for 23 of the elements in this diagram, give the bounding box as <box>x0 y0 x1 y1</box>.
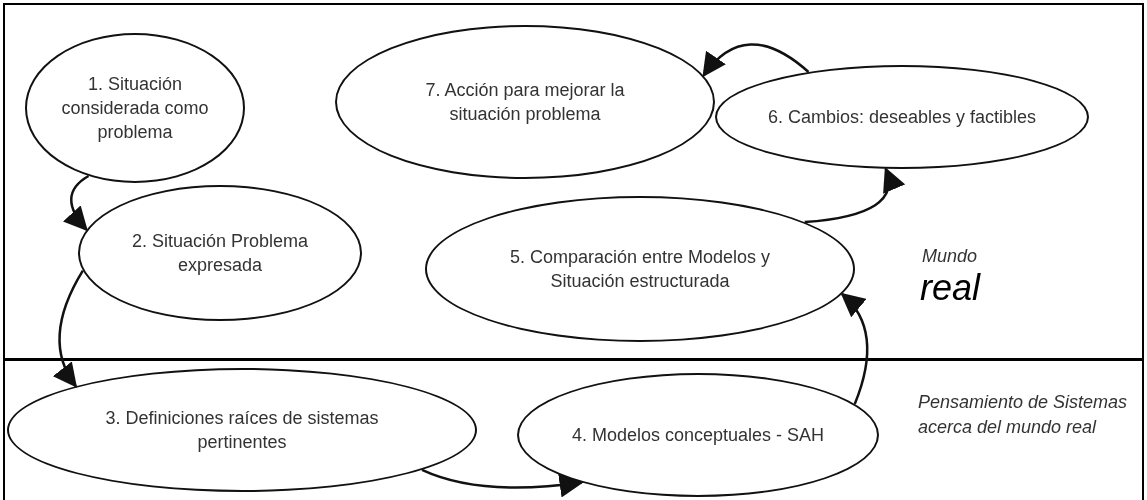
arrow <box>804 166 904 224</box>
step-label: 5. Comparación entre Modelos y Situación estructurada <box>508 246 772 293</box>
arrow <box>702 43 810 78</box>
process-ellipse <box>715 65 1089 169</box>
process-ellipse <box>7 368 477 492</box>
region-label: Mundo <box>922 245 978 268</box>
process-ellipse <box>425 196 855 342</box>
step-label: 4. Modelos conceptuales - SAH <box>570 424 826 447</box>
region-label: real <box>920 268 981 308</box>
process-ellipse <box>335 25 715 179</box>
arrow <box>840 292 869 405</box>
arrow <box>421 468 584 498</box>
process-ellipse <box>25 33 245 183</box>
step-label: 6. Cambios: deseables y factibles <box>766 106 1038 129</box>
region-label: Pensamiento de Sistemas acerca del mundo real <box>918 391 1129 439</box>
process-ellipse <box>78 185 362 321</box>
arrow <box>63 174 90 232</box>
step-label: 7. Acción para mejorar la situación problema <box>424 79 626 126</box>
arrow <box>53 269 84 388</box>
process-ellipse <box>517 373 879 497</box>
step-label: 1. Situación considerada como problema <box>60 73 210 144</box>
step-label: 2. Situación Problema expresada <box>130 230 310 277</box>
step-label: 3. Definiciones raíces de sistemas pertinentes <box>104 407 380 454</box>
